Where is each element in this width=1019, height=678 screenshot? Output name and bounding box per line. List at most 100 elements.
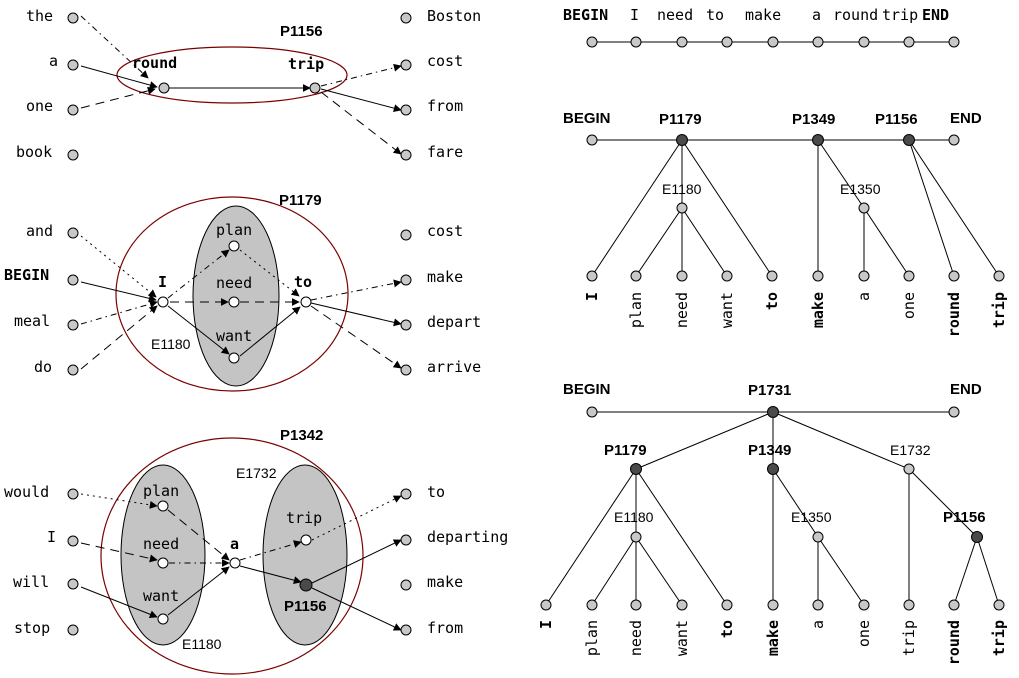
tree-edge (681, 207, 728, 277)
phrase-label: P1156 (943, 509, 986, 526)
edge (167, 566, 230, 616)
class-phrase-label: P1156 (284, 598, 327, 615)
class-node (630, 531, 642, 543)
tree-node (948, 134, 960, 146)
phrase-word-node (157, 296, 169, 308)
right-word: cost (427, 222, 463, 240)
sentence-word: to (706, 6, 724, 24)
leaf-word: want (673, 620, 691, 656)
class-label: E1350 (791, 509, 832, 525)
tree-edge (863, 207, 910, 277)
edge (310, 279, 402, 301)
class-word-node (228, 240, 240, 252)
leaf-word: I (537, 620, 555, 629)
tree-edge (908, 468, 978, 538)
edge (80, 542, 158, 563)
tree-edge (591, 536, 637, 606)
leaf-node (586, 270, 598, 282)
tree-edge (635, 468, 728, 606)
tree-node (676, 36, 688, 48)
class-word: plan (216, 221, 252, 239)
tree-node (903, 36, 915, 48)
class-word-node (300, 534, 312, 546)
sentence-word: need (657, 6, 693, 24)
word-node (67, 12, 79, 24)
left-word: book (16, 143, 52, 161)
word-node (67, 624, 79, 636)
leaf-node (993, 270, 1005, 282)
word-node (400, 488, 412, 500)
phrase-ring (100, 437, 364, 675)
leaf-node (903, 270, 915, 282)
leaf-word: want (718, 292, 736, 328)
leaf-node (858, 270, 870, 282)
edge (239, 306, 301, 357)
left-word: the (26, 7, 53, 25)
word-node (67, 149, 79, 161)
class-node (903, 463, 915, 475)
class-word-node (228, 352, 240, 364)
sentence-word: trip (882, 6, 918, 24)
leaf-word: to (763, 292, 781, 310)
edge (80, 281, 157, 303)
edge (310, 305, 402, 369)
phrase-node (767, 406, 779, 418)
word-node (67, 535, 79, 547)
class-blob (262, 464, 348, 646)
class-label: E1180 (151, 336, 191, 352)
word-node (400, 364, 412, 376)
leaf-node (676, 270, 688, 282)
phrase-word-node (158, 82, 170, 94)
leaf-word: a (855, 292, 873, 301)
word-node (67, 104, 79, 116)
leaf-node (903, 599, 915, 611)
leaf-word: plan (583, 620, 601, 656)
word-node (400, 149, 412, 161)
leaf-word: make (764, 620, 782, 656)
leaf-node (948, 270, 960, 282)
phrase-ring (115, 196, 349, 392)
leaf-node (993, 599, 1005, 611)
phrase-word-node (309, 82, 321, 94)
tree-2: BEGIN END P1179 P1349 P1156 E1180 E1350 (563, 110, 1008, 337)
word-node (400, 59, 412, 71)
left-word: will (13, 573, 49, 591)
edge (80, 235, 157, 298)
leaf-word: trip (990, 620, 1008, 656)
begin-label: BEGIN (563, 110, 611, 127)
leaf-word: I (583, 292, 601, 301)
class-word: want (216, 327, 252, 345)
class-label: E1180 (614, 509, 654, 525)
begin-label: BEGIN (563, 381, 611, 398)
leaf-node (630, 599, 642, 611)
word-node (67, 488, 79, 500)
end-label: END (950, 381, 982, 398)
phrase-label: P1349 (792, 111, 835, 128)
phrase-word-node (300, 296, 312, 308)
tree-node (586, 134, 598, 146)
tree-node (586, 36, 598, 48)
word-node (400, 319, 412, 331)
tree-3: BEGIN END P1731 P1179 P1349 P1156 E1180 … (537, 381, 1008, 665)
phrase-node (971, 531, 983, 543)
word-node (67, 227, 79, 239)
right-word: depart (427, 313, 481, 331)
class-node (676, 202, 688, 214)
edge (80, 65, 158, 89)
right-word: from (427, 619, 463, 637)
leaf-node (948, 599, 960, 611)
end-label: END (950, 110, 982, 127)
edge (167, 249, 230, 299)
tree-edge (908, 139, 955, 277)
phrase-word-node (229, 557, 241, 569)
leaf-word: round (945, 292, 963, 337)
leaf-node (812, 270, 824, 282)
right-word: cost (427, 52, 463, 70)
sentence-word: a (812, 6, 821, 24)
left-word: one (26, 97, 53, 115)
class-word: want (143, 587, 179, 605)
phrase-node (767, 463, 779, 475)
phrase-word: a (230, 535, 239, 553)
leaf-node (676, 599, 688, 611)
class-word: plan (143, 482, 179, 500)
